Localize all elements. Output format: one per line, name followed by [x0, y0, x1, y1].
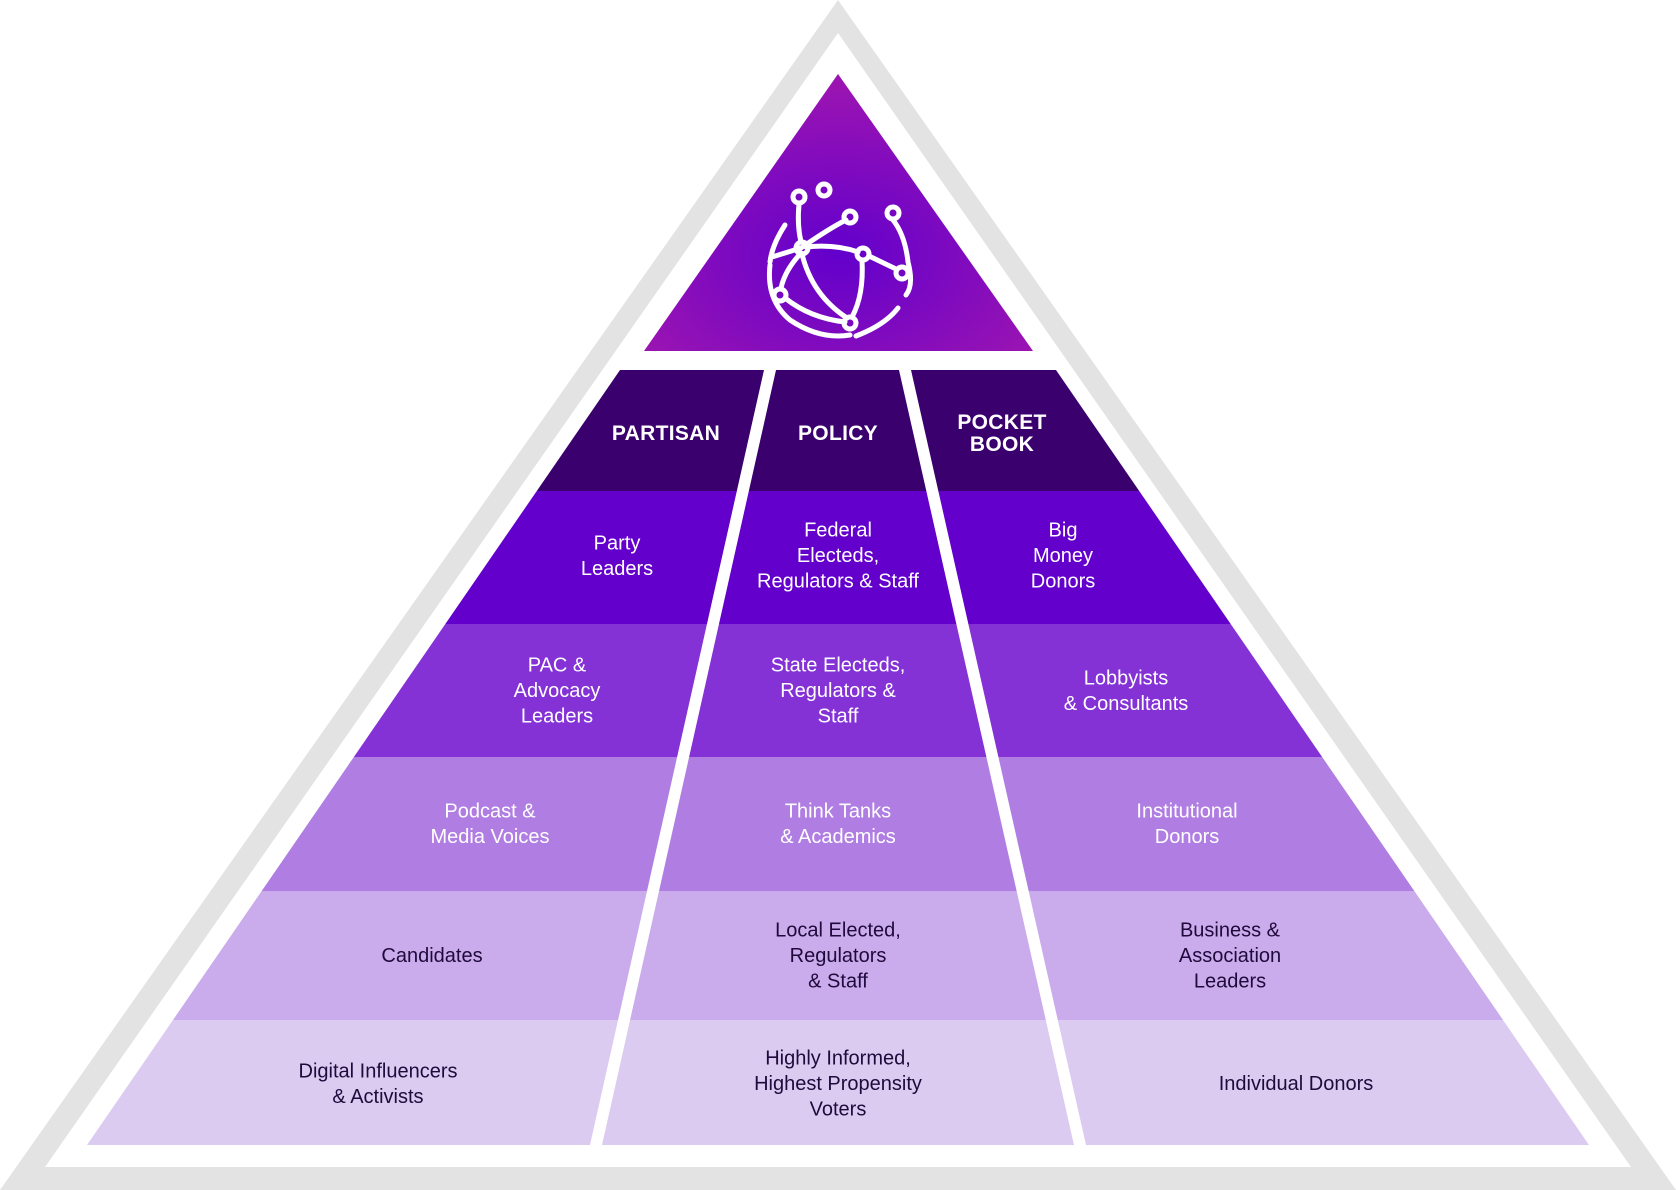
column-header-policy-line: POLICY [798, 422, 878, 445]
cell-partisan-row-1-line: Leaders [581, 558, 653, 580]
band-header [536, 370, 1140, 491]
cell-policy-row-4-line: & Staff [808, 971, 868, 993]
cell-policy-row-1-line: Electeds, [797, 545, 879, 567]
cell-partisan-row-2-line: PAC & [528, 655, 587, 677]
cell-pocketbook-row-4-line: Leaders [1194, 971, 1266, 993]
band-row-5 [87, 1020, 1589, 1145]
cell-partisan-row-2-line: Advocacy [514, 680, 601, 702]
cell-policy-row-5-line: Voters [810, 1099, 867, 1121]
band-row-1 [445, 491, 1231, 624]
band-row-2 [353, 624, 1323, 757]
cell-partisan-row-3-line: Media Voices [431, 826, 550, 848]
cell-policy-row-1-line: Regulators & Staff [757, 571, 919, 593]
bands-group [87, 370, 1589, 1145]
cell-policy-row-1-line: Federal [804, 520, 872, 542]
cell-pocketbook-row-1-line: Money [1033, 545, 1093, 567]
cell-pocketbook-row-2-line: Lobbyists [1084, 667, 1169, 689]
column-header-policy: POLICY [798, 422, 878, 445]
apex-triangle [644, 74, 1033, 351]
cell-policy-row-5-line: Highest Propensity [754, 1073, 922, 1095]
cell-policy-row-2-line: State Electeds, [771, 655, 906, 677]
cell-pocketbook-row-3-line: Institutional [1136, 800, 1237, 822]
column-header-partisan-line: PARTISAN [612, 422, 720, 445]
cell-partisan-row-5: Digital Influencers & Activists [299, 1060, 458, 1108]
cell-partisan-row-4: Candidates [381, 945, 482, 967]
cell-pocketbook-row-1-line: Big [1049, 520, 1078, 542]
column-header-partisan: PARTISAN [612, 422, 720, 445]
cell-policy-row-2-line: Staff [818, 706, 859, 728]
cell-pocketbook-row-4-line: Association [1179, 945, 1281, 967]
band-row-4 [172, 891, 1504, 1020]
cell-partisan-row-1-line: Party [594, 532, 641, 554]
cell-pocketbook-row-5: Individual Donors [1219, 1073, 1374, 1095]
cell-partisan-row-4-line: Candidates [381, 945, 482, 967]
cell-policy-row-5-line: Highly Informed, [765, 1048, 911, 1070]
cell-partisan-row-5-line: & Activists [332, 1086, 423, 1108]
cell-policy-row-4-line: Local Elected, [775, 920, 901, 942]
cell-pocketbook-row-2-line: & Consultants [1064, 693, 1189, 715]
cell-policy-row-2: State Electeds, Regulators & Staff [771, 655, 906, 728]
globe-network-icon [766, 181, 914, 339]
cell-pocketbook-row-4-line: Business & [1180, 920, 1281, 942]
column-separators [590, 370, 1086, 1145]
cell-policy-row-3-line: & Academics [780, 826, 896, 848]
cell-pocketbook-row-1-line: Donors [1031, 571, 1095, 593]
cell-partisan-row-2-line: Leaders [521, 706, 593, 728]
separator-right [899, 370, 1086, 1145]
cell-policy-row-3-line: Think Tanks [785, 800, 891, 822]
cell-partisan-row-3-line: Podcast & [444, 800, 536, 822]
cell-pocketbook-row-2: Lobbyists & Consultants [1064, 667, 1189, 715]
cell-partisan-row-3: Podcast & Media Voices [431, 800, 550, 848]
cell-partisan-row-5-line: Digital Influencers [299, 1060, 458, 1082]
column-header-pocketbook-line: BOOK [970, 433, 1034, 456]
cell-pocketbook-row-3-line: Donors [1155, 826, 1219, 848]
separator-left [590, 370, 776, 1145]
cell-policy-row-4: Local Elected, Regulators & Staff [775, 920, 901, 993]
column-header-pocketbook-line: POCKET [957, 411, 1046, 434]
band-row-3 [261, 757, 1415, 891]
cell-policy-row-4-line: Regulators [790, 945, 887, 967]
cell-policy-row-2-line: Regulators & [780, 680, 896, 702]
cell-pocketbook-row-5-line: Individual Donors [1219, 1073, 1374, 1095]
cell-policy-row-3: Think Tanks & Academics [780, 800, 896, 848]
